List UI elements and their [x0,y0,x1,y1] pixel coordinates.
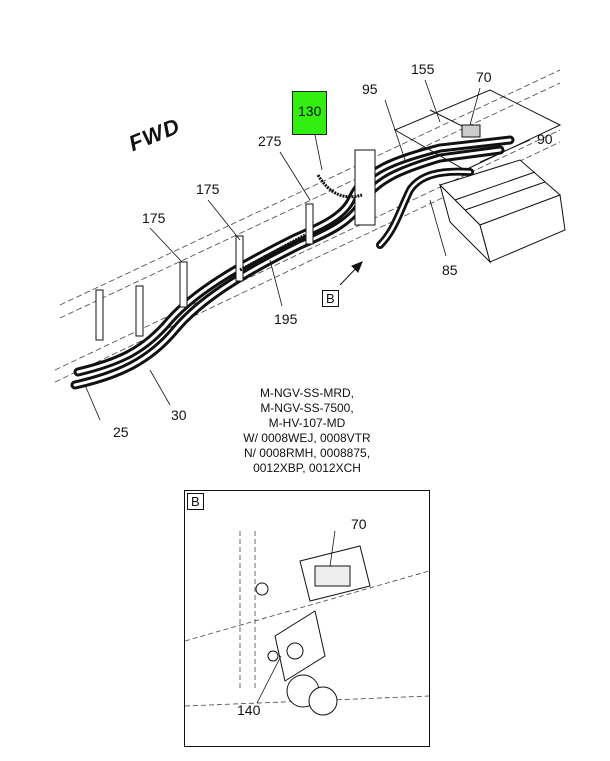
harness-brackets [95,149,376,341]
disconnect-switch [461,124,481,138]
detail-view-label: B [187,493,204,510]
detail-illustration [185,530,429,716]
callout-175-right: 175 [196,181,220,197]
callout-85: 85 [442,262,458,278]
note-line: M-HV-107-MD [268,416,346,430]
battery-box [439,159,566,264]
note-line: N/ 0008RMH, 0008875, [243,446,371,460]
callout-95: 95 [362,81,378,97]
callout-90: 90 [537,131,553,147]
callout-155: 155 [411,61,435,77]
detail-view-b: B 70 140 [184,490,430,747]
note-line: W/ 0008WEJ, 0008VTR [243,431,371,445]
coiled-cable [316,174,363,199]
view-b-label: B [322,290,339,307]
callout-275: 275 [258,133,282,149]
note-line: M-NGV-SS-MRD, [260,386,354,400]
note-line: 0012XBP, 0012XCH [253,461,361,475]
coiled-cable-195 [239,233,306,272]
leader-lines [84,79,531,421]
callout-25: 25 [113,424,129,440]
applicability-note: M-NGV-SS-MRD, M-NGV-SS-7500, M-HV-107-MD… [232,386,382,476]
callout-30: 30 [171,407,187,423]
callout-130: 130 [292,91,328,135]
view-b-arrow [339,261,363,286]
detail-callout-70: 70 [351,516,367,532]
callout-70: 70 [476,69,492,85]
detail-callout-140: 140 [237,702,261,718]
callout-175-left: 175 [142,210,166,226]
callout-195: 195 [274,311,298,327]
note-line: M-NGV-SS-7500, [260,401,354,415]
